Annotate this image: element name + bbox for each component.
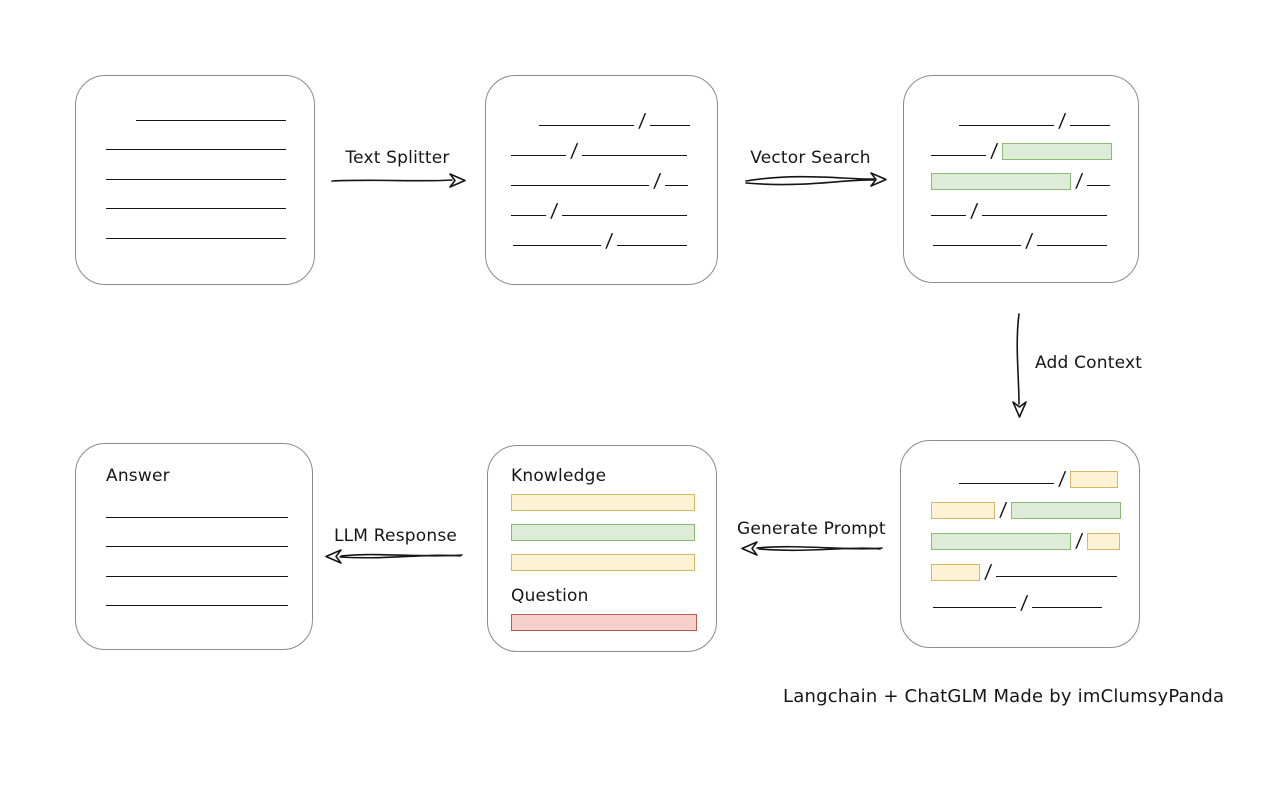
chunk-row: / — [931, 130, 1138, 162]
chunk-row: / — [511, 130, 717, 162]
text-line — [106, 546, 288, 548]
slash-separator: / — [549, 200, 559, 222]
chunk-row: / — [931, 100, 1138, 132]
chunk-row: / — [931, 550, 1139, 583]
text-line — [106, 237, 286, 239]
text-line — [982, 215, 1108, 216]
answer-title: Answer — [106, 466, 170, 486]
slash-separator: / — [652, 170, 662, 192]
chunk-row: / — [931, 519, 1139, 552]
slash-separator: / — [569, 140, 579, 162]
text-line — [106, 605, 288, 607]
text-line — [996, 576, 1118, 577]
node-context-chunks: / / / / / — [900, 440, 1140, 648]
text-line — [511, 185, 649, 186]
slash-separator: / — [1057, 468, 1067, 490]
text-line — [665, 185, 689, 186]
knowledge-title: Knowledge — [511, 466, 607, 486]
text-line — [106, 149, 286, 151]
slash-separator: / — [998, 499, 1008, 521]
text-line — [931, 155, 986, 156]
chunk-row: / — [511, 190, 717, 222]
yellow-bar — [511, 494, 695, 511]
slash-separator: / — [637, 110, 647, 132]
text-line — [617, 245, 688, 246]
chunk-row: / — [931, 581, 1139, 614]
chunk-row: / — [511, 160, 717, 192]
node-answer: Answer — [75, 443, 313, 650]
text-line — [1037, 245, 1108, 246]
chunk-highlight-green — [931, 173, 1071, 190]
generate-prompt-arrow — [741, 541, 883, 556]
text-line — [513, 245, 601, 246]
llm-response-label: LLM Response — [333, 526, 458, 546]
text-line — [931, 215, 966, 216]
green-bar — [511, 524, 695, 541]
text-line — [106, 178, 286, 180]
chunk-highlight-yellow — [1087, 533, 1121, 550]
chunk-highlight-green — [931, 533, 1071, 550]
chunk-row: / — [511, 100, 717, 132]
node-vector-search-results: / / / / / — [903, 75, 1139, 283]
chunk-highlight-yellow — [931, 502, 995, 519]
chunk-row: / — [931, 488, 1139, 521]
chunk-row: / — [931, 457, 1139, 490]
text-line — [106, 575, 288, 577]
text-line — [933, 245, 1021, 246]
slash-separator: / — [1019, 592, 1029, 614]
text-line — [511, 215, 546, 216]
chunk-highlight-yellow — [931, 564, 980, 581]
text-line — [562, 215, 688, 216]
slash-separator: / — [989, 140, 999, 162]
chunk-row: / — [931, 160, 1138, 192]
slash-separator: / — [983, 561, 993, 583]
text-line — [1070, 125, 1111, 126]
vector-search-label: Vector Search — [750, 148, 871, 168]
text-line — [106, 208, 286, 210]
text-line — [1087, 185, 1111, 186]
text-line — [650, 125, 691, 126]
chunk-highlight-yellow — [1070, 471, 1119, 488]
slash-separator: / — [969, 200, 979, 222]
text-splitter-arrow — [331, 173, 466, 188]
text-line — [1032, 607, 1103, 608]
answer-lines — [106, 517, 312, 607]
text-line — [106, 517, 288, 518]
text-line — [959, 125, 1054, 126]
question-title: Question — [511, 586, 589, 606]
text-line — [136, 120, 286, 121]
question-bars — [511, 614, 716, 631]
add-context-label: Add Context — [1035, 353, 1143, 373]
chunk-row: / — [931, 220, 1138, 252]
slash-separator: / — [1074, 530, 1084, 552]
generate-prompt-label: Generate Prompt — [737, 519, 886, 539]
llm-response-arrow — [325, 549, 463, 564]
vector-search-arrow — [745, 172, 887, 187]
text-line — [959, 483, 1054, 484]
yellow-bar — [511, 554, 695, 571]
text-line — [933, 607, 1016, 608]
node-prompt: Knowledge Question — [487, 445, 717, 652]
node-text-chunks: / / / / / — [485, 75, 718, 285]
chunk-highlight-green — [1011, 502, 1122, 519]
diagram-caption: Langchain + ChatGLM Made by imClumsyPand… — [783, 686, 1225, 707]
slash-separator: / — [604, 230, 614, 252]
add-context-arrow — [1012, 313, 1027, 418]
chunk-row: / — [511, 220, 717, 252]
slash-separator: / — [1057, 110, 1067, 132]
chunk-highlight-green — [1002, 143, 1113, 160]
text-line — [539, 125, 634, 126]
text-splitter-label: Text Splitter — [345, 148, 450, 168]
slash-separator: / — [1024, 230, 1034, 252]
chunk-row: / — [931, 190, 1138, 222]
red-bar — [511, 614, 697, 631]
node-source-document — [75, 75, 315, 285]
text-line — [582, 155, 688, 156]
slash-separator: / — [1074, 170, 1084, 192]
text-line — [511, 155, 566, 156]
knowledge-bars — [511, 494, 716, 571]
